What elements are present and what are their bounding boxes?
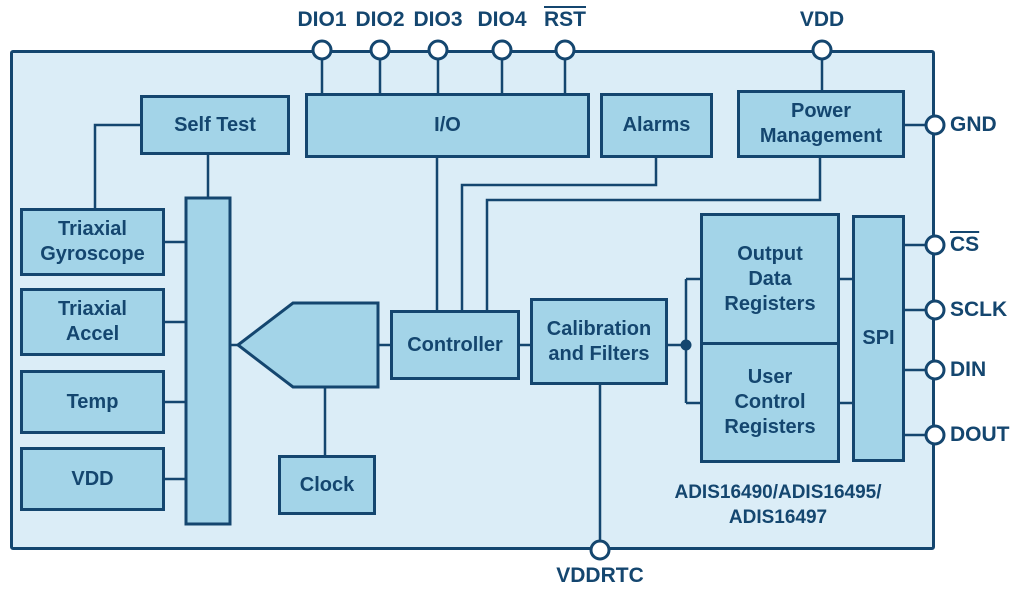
block-self-test: Self Test (140, 95, 290, 155)
block-io: I/O (305, 93, 590, 158)
block-clock: Clock (278, 455, 376, 515)
pin-label-dout: DOUT (950, 423, 1010, 446)
block-vdd: VDD (20, 447, 165, 511)
pin-label-sclk: SCLK (950, 298, 1008, 321)
block-output-data-registers: Output Data Registers (700, 213, 840, 345)
block-triaxial-gyroscope: Triaxial Gyroscope (20, 208, 165, 276)
pin-label-vdd: VDD (799, 8, 845, 31)
pin-label-dio1: DIO1 (297, 8, 347, 31)
block-spi: SPI (852, 215, 905, 462)
pin-label-dio4: DIO4 (477, 8, 527, 31)
block-calibration-and-filters: Calibration and Filters (530, 298, 668, 385)
block-alarms: Alarms (600, 93, 713, 158)
block-controller: Controller (390, 310, 520, 380)
pin-label-cs: CS (950, 233, 980, 256)
pin-label-dio3: DIO3 (413, 8, 463, 31)
part-number-label: ADIS16490/ADIS16495/ ADIS16497 (674, 482, 882, 528)
pin-label-gnd: GND (950, 113, 997, 136)
block-user-control-registers: User Control Registers (700, 342, 840, 463)
pin-label-vddrtc: VDDRTC (556, 564, 644, 587)
block-triaxial-accel: Triaxial Accel (20, 288, 165, 356)
pin-label-rst: RST (544, 8, 586, 31)
block-power-management: Power Management (737, 90, 905, 158)
block-temp: Temp (20, 370, 165, 434)
pin-label-din: DIN (950, 358, 987, 381)
pin-label-dio2: DIO2 (355, 8, 405, 31)
